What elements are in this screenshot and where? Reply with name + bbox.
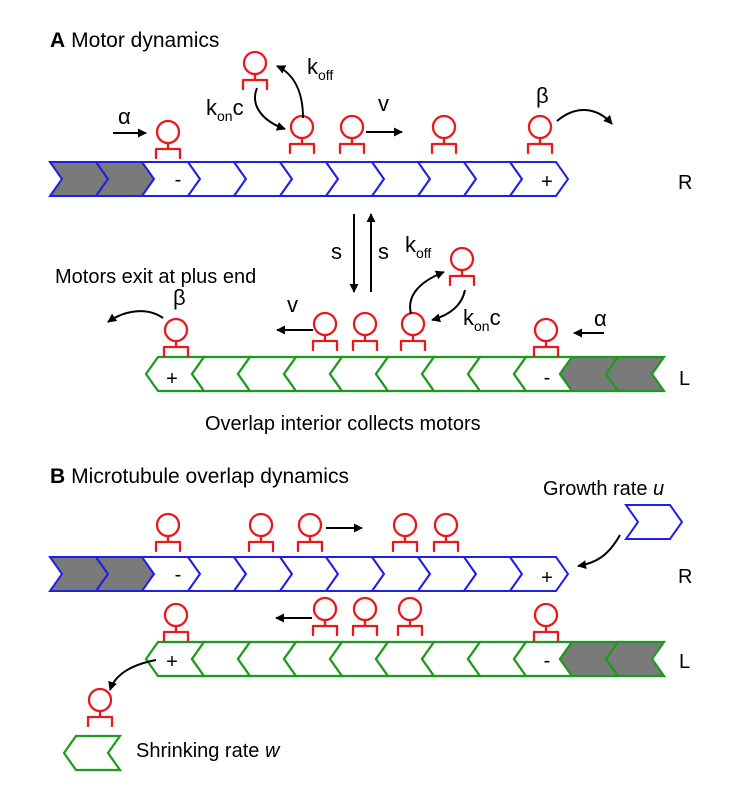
shrink-note: Shrinking rate w xyxy=(136,740,281,762)
kon-k-top: k xyxy=(206,95,218,120)
switch-label-right: s xyxy=(378,239,389,264)
growth-subunit-shape xyxy=(624,504,684,540)
plus-end-label-a-l: + xyxy=(166,368,178,390)
growth-text: Growth rate xyxy=(543,478,653,500)
kon-k-bottom: k xyxy=(463,305,475,330)
lane-label-a-r: R xyxy=(678,172,692,194)
koff-k-bottom: k xyxy=(405,232,417,257)
kon-arrow-top xyxy=(254,87,286,131)
koff-arrow-bottom xyxy=(409,270,445,315)
motor-b-9 xyxy=(396,596,424,637)
growth-var: u xyxy=(653,478,664,500)
switch-label-left: s xyxy=(331,239,342,264)
motor-a-9 xyxy=(399,311,427,352)
motor-a-11 xyxy=(241,50,269,91)
koff-label-top: koff xyxy=(307,54,333,83)
shrink-text: Shrinking rate xyxy=(136,740,265,762)
motor-a-4 xyxy=(430,114,458,155)
kon-sub-top: on xyxy=(217,108,233,124)
panel-b-title: Microtubule overlap dynamics xyxy=(71,465,349,488)
motor-b-8 xyxy=(351,596,379,637)
beta-arrow-bottom xyxy=(107,310,164,323)
beta-arrow-top xyxy=(556,108,613,125)
plus-end-label-b-l: + xyxy=(166,651,178,673)
lane-label-b-r: R xyxy=(678,566,692,588)
beta-label-top: β xyxy=(536,83,549,108)
interior-note: Overlap interior collects motors xyxy=(205,413,481,435)
left-mt-b-subunit-11 xyxy=(604,640,667,678)
alpha-label-l: α xyxy=(594,306,607,331)
lane-label-b-l: L xyxy=(679,651,690,673)
motor-a-3 xyxy=(338,114,366,155)
kon-c-bottom: c xyxy=(490,305,501,330)
koff-sub-top: off xyxy=(318,67,333,83)
motor-b-4 xyxy=(391,512,419,553)
growth-subunit xyxy=(624,504,684,540)
koff-sub-bottom: off xyxy=(416,245,431,261)
panel-b-letter: B xyxy=(50,465,65,488)
motor-b-7 xyxy=(311,596,339,637)
right-microtubule-a xyxy=(48,161,570,197)
minus-end-label-a-l: - xyxy=(544,367,551,389)
motor-a-1 xyxy=(154,119,182,160)
panel-a-letter: A xyxy=(50,29,65,52)
motors-b xyxy=(86,512,560,728)
panel-a-title: Motor dynamics xyxy=(71,29,219,52)
motors-a xyxy=(154,50,560,358)
motor-b-2 xyxy=(247,512,275,553)
motor-a-10 xyxy=(532,317,560,358)
motor-a-7 xyxy=(311,311,339,352)
kon-label-bottom: konc xyxy=(463,305,501,334)
shrink-var: w xyxy=(265,740,281,762)
plus-end-label-a-r: + xyxy=(541,171,553,193)
motor-a-12 xyxy=(448,246,476,287)
motor-b-1 xyxy=(154,512,182,553)
shrink-arrow xyxy=(108,659,157,691)
motor-b-3 xyxy=(296,512,324,553)
motor-a-5 xyxy=(526,114,554,155)
right-mt-b-subunit-11 xyxy=(508,556,570,592)
left-mt-a-subunit-11 xyxy=(604,355,667,393)
minus-end-label-b-r: - xyxy=(175,564,182,586)
velocity-label-bottom: v xyxy=(287,292,298,317)
minus-end-label-b-l: - xyxy=(544,650,551,672)
exit-note: Motors exit at plus end xyxy=(55,266,256,288)
kon-label-top: konc xyxy=(206,95,244,124)
minus-end-label-a-r: - xyxy=(175,169,182,191)
lane-label-a-l: L xyxy=(679,368,690,390)
right-microtubule-b xyxy=(48,556,570,592)
plus-end-label-b-r: + xyxy=(541,567,553,589)
left-microtubule-b xyxy=(144,640,667,678)
koff-label-bottom: koff xyxy=(405,232,431,261)
beta-label-bottom: β xyxy=(173,285,186,310)
growth-arrow xyxy=(577,534,621,570)
kon-arrow-bottom xyxy=(431,289,466,323)
motor-a-6 xyxy=(162,317,190,358)
right-mt-a-subunit-11 xyxy=(508,161,570,197)
shrink-subunit xyxy=(62,734,123,772)
shrink-subunit-shape xyxy=(62,734,123,772)
koff-arrow-top xyxy=(276,65,304,119)
motor-b-11 xyxy=(86,687,114,728)
velocity-label-top: v xyxy=(378,91,389,116)
kon-sub-bottom: on xyxy=(474,318,490,334)
koff-k-top: k xyxy=(307,54,319,79)
panel-a-heading: A Motor dynamics xyxy=(50,29,219,52)
alpha-label-r: α xyxy=(118,104,131,129)
motor-b-6 xyxy=(162,602,190,643)
motor-a-8 xyxy=(351,311,379,352)
motor-b-5 xyxy=(432,512,460,553)
panel-b-heading: B Microtubule overlap dynamics xyxy=(50,465,349,488)
motor-b-10 xyxy=(532,602,560,643)
kon-c-top: c xyxy=(233,95,244,120)
motor-a-2 xyxy=(288,114,316,155)
growth-note: Growth rate u xyxy=(543,478,664,500)
left-microtubule-a xyxy=(144,355,667,393)
